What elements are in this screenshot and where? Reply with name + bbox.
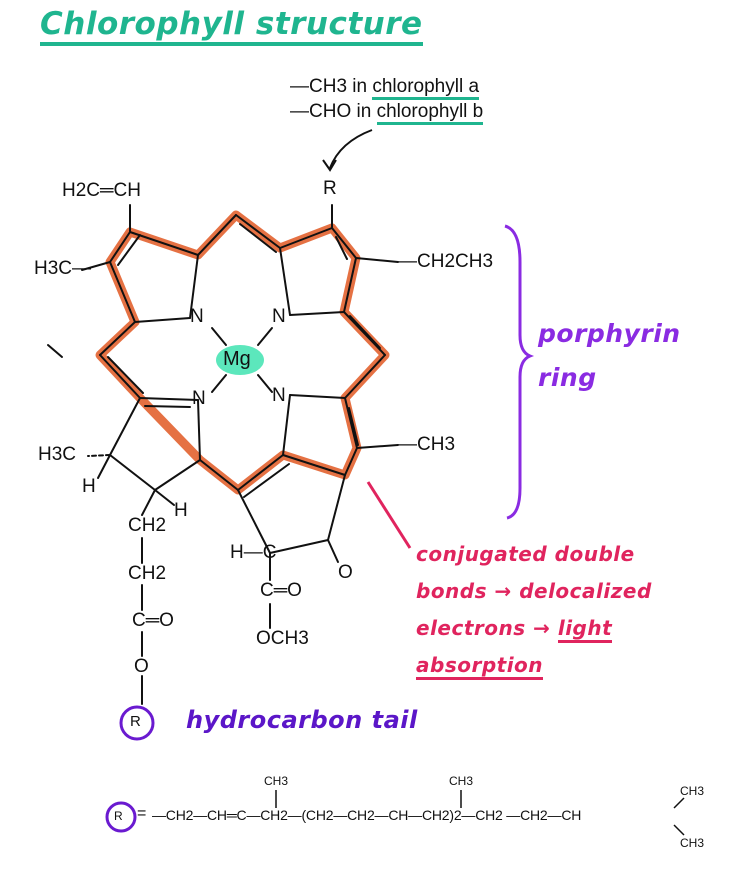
conjugation-pointer: [366, 481, 412, 549]
page-title: Chlorophyll structure: [40, 6, 423, 46]
r-note-line-a: —CH3 in chlorophyll a: [290, 76, 480, 100]
porphyrin-line-2: ring: [538, 363, 597, 392]
ketone-oxygen: O: [338, 562, 353, 583]
formula-branches: [275, 790, 685, 836]
porphyrin-brace: [504, 224, 535, 520]
methyl-ester-carbonyl: C═O: [260, 580, 302, 601]
r-substituent: R: [323, 178, 337, 199]
formula-methyl-end-bottom: CH3: [680, 836, 705, 850]
hydrocarbon-tail-label: hydrocarbon tail: [186, 706, 418, 734]
conj-line-3: electrons → light: [416, 610, 652, 647]
conj-line-4: absorption: [416, 647, 652, 684]
ring-methine: H—C: [230, 542, 277, 563]
nitrogen-3: N: [192, 388, 206, 409]
methoxy-group: OCH3: [256, 628, 309, 649]
mg-highlight: [216, 345, 264, 375]
ch2-group-b: CH2: [128, 563, 167, 584]
bond-lines: [47, 204, 399, 705]
formula-methyl-top-1: CH3: [264, 774, 289, 788]
hydrogen-mid: H: [174, 500, 188, 521]
r-tail-label: R: [130, 713, 141, 730]
r-note-arrow: [322, 129, 373, 172]
r-tail-circle: [119, 705, 155, 741]
ester-carbonyl: C═O: [132, 610, 174, 631]
magnesium: Mg: [223, 348, 251, 370]
nitrogen-4: N: [272, 385, 286, 406]
conj-line-2: bonds → delocalized: [416, 579, 652, 603]
r-formula-circle: [105, 801, 137, 833]
ester-oxygen: O: [134, 656, 149, 677]
conj-line-1: conjugated double: [416, 542, 635, 566]
r-note-name-b: chlorophyll b: [376, 101, 484, 125]
formula-r-label: R: [114, 809, 123, 823]
nitrogen-2: N: [272, 306, 286, 327]
hydrogen-left: H: [82, 476, 96, 497]
absorption-word: absorption: [416, 653, 544, 680]
nitrogen-1: N: [190, 306, 204, 327]
r-note-name-a: chlorophyll a: [372, 76, 480, 100]
methyl-lower-left: H3C: [38, 444, 77, 465]
formula-chain: —CH2—CH═C—CH2—(CH2—CH2—CH—CH2)2—CH2 —CH2…: [152, 807, 582, 823]
porphyrin-line-1: porphyrin: [538, 319, 681, 348]
methyl-left: H3C—: [34, 258, 92, 279]
conj-line-3a: electrons →: [416, 616, 558, 640]
formula-methyl-top-2: CH3: [449, 774, 474, 788]
light-word: light: [557, 616, 613, 643]
methyl-right: —CH3: [398, 434, 456, 455]
r-note-group-a: —CH3 in: [290, 76, 373, 97]
r-note-line-b: —CHO in chlorophyll b: [290, 101, 484, 125]
formula-equals: =: [137, 805, 147, 822]
ch2-group-a: CH2: [128, 515, 167, 536]
ethyl-group: —CH2CH3: [398, 251, 494, 272]
r-note-group-b: —CHO in: [290, 101, 377, 122]
formula-methyl-end-top: CH3: [680, 784, 705, 798]
conjugation-annotation: conjugated double bonds → delocalized el…: [416, 536, 652, 684]
vinyl-group: H2C═CH: [62, 180, 141, 201]
porphyrin-label: porphyrin ring: [538, 312, 681, 400]
